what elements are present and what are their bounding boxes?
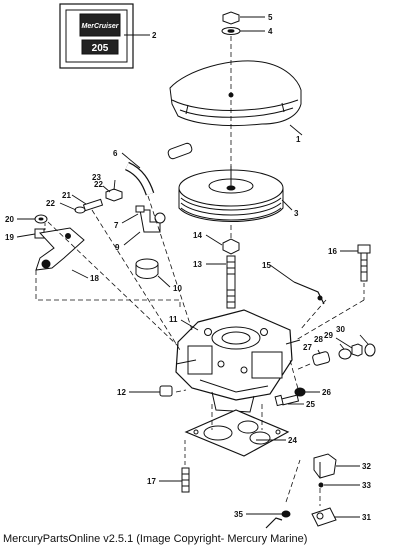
callout-25: 25 (306, 400, 315, 409)
callout-17: 17 (147, 477, 156, 486)
callout-5: 5 (268, 13, 273, 22)
decal-part (59, 3, 134, 69)
callout-29: 29 (324, 331, 333, 340)
part-33-pin (318, 482, 324, 488)
image-caption: MercuryPartsOnline v2.5.1 (Image Copyrig… (3, 533, 308, 545)
pump-parts-27-30 (312, 343, 376, 366)
rod-15-part (293, 281, 325, 305)
callout-22-top: 22 (94, 180, 103, 189)
callout-24: 24 (288, 436, 297, 445)
callout-13: 13 (193, 260, 202, 269)
callout-28: 28 (314, 335, 323, 344)
callout-30: 30 (336, 325, 345, 334)
stud-13-part (226, 255, 236, 309)
stud-17-part (181, 467, 190, 493)
gasket-part (184, 409, 290, 457)
callout-27: 27 (303, 343, 312, 352)
callout-20: 20 (5, 215, 14, 224)
grommet-part (135, 258, 159, 279)
callout-1: 1 (296, 135, 301, 144)
air-filter-part (178, 166, 284, 222)
plug-12-part (159, 385, 173, 397)
part-32-block (313, 453, 337, 479)
callout-15: 15 (262, 261, 271, 270)
nut-14-part (222, 238, 240, 255)
callout-19: 19 (5, 233, 14, 242)
callout-31: 31 (362, 513, 371, 522)
callout-6: 6 (113, 149, 118, 158)
nut-washer-part (221, 11, 241, 35)
carburetor-body-part (175, 309, 301, 413)
callout-3: 3 (294, 209, 299, 218)
callout-16: 16 (328, 247, 337, 256)
callout-9: 9 (115, 243, 120, 252)
callout-2: 2 (152, 31, 157, 40)
callout-14: 14 (193, 231, 202, 240)
decal-model: 205 (92, 43, 109, 54)
air-cleaner-cover-part (169, 60, 302, 127)
screw-25-part (274, 394, 300, 407)
washer-20-part (34, 214, 48, 224)
callout-23: 23 (92, 173, 101, 182)
callout-4: 4 (268, 27, 273, 36)
bolt-16-part (357, 244, 371, 282)
callout-7: 7 (114, 221, 119, 230)
callout-26: 26 (322, 388, 331, 397)
elbow-fitting-part (135, 205, 166, 233)
callout-21: 21 (62, 191, 71, 200)
part-31-bracket (311, 507, 337, 527)
throttle-lever-part (35, 227, 85, 271)
callout-35: 35 (234, 510, 243, 519)
callout-33: 33 (362, 481, 371, 490)
callout-22-left: 22 (46, 199, 55, 208)
callout-12: 12 (117, 388, 126, 397)
callout-11: 11 (169, 315, 178, 324)
callout-10: 10 (173, 284, 182, 293)
hose-part (124, 142, 193, 196)
decal-brand: MerCruiser (82, 23, 120, 30)
callout-32: 32 (362, 462, 371, 471)
callout-18: 18 (90, 274, 99, 283)
